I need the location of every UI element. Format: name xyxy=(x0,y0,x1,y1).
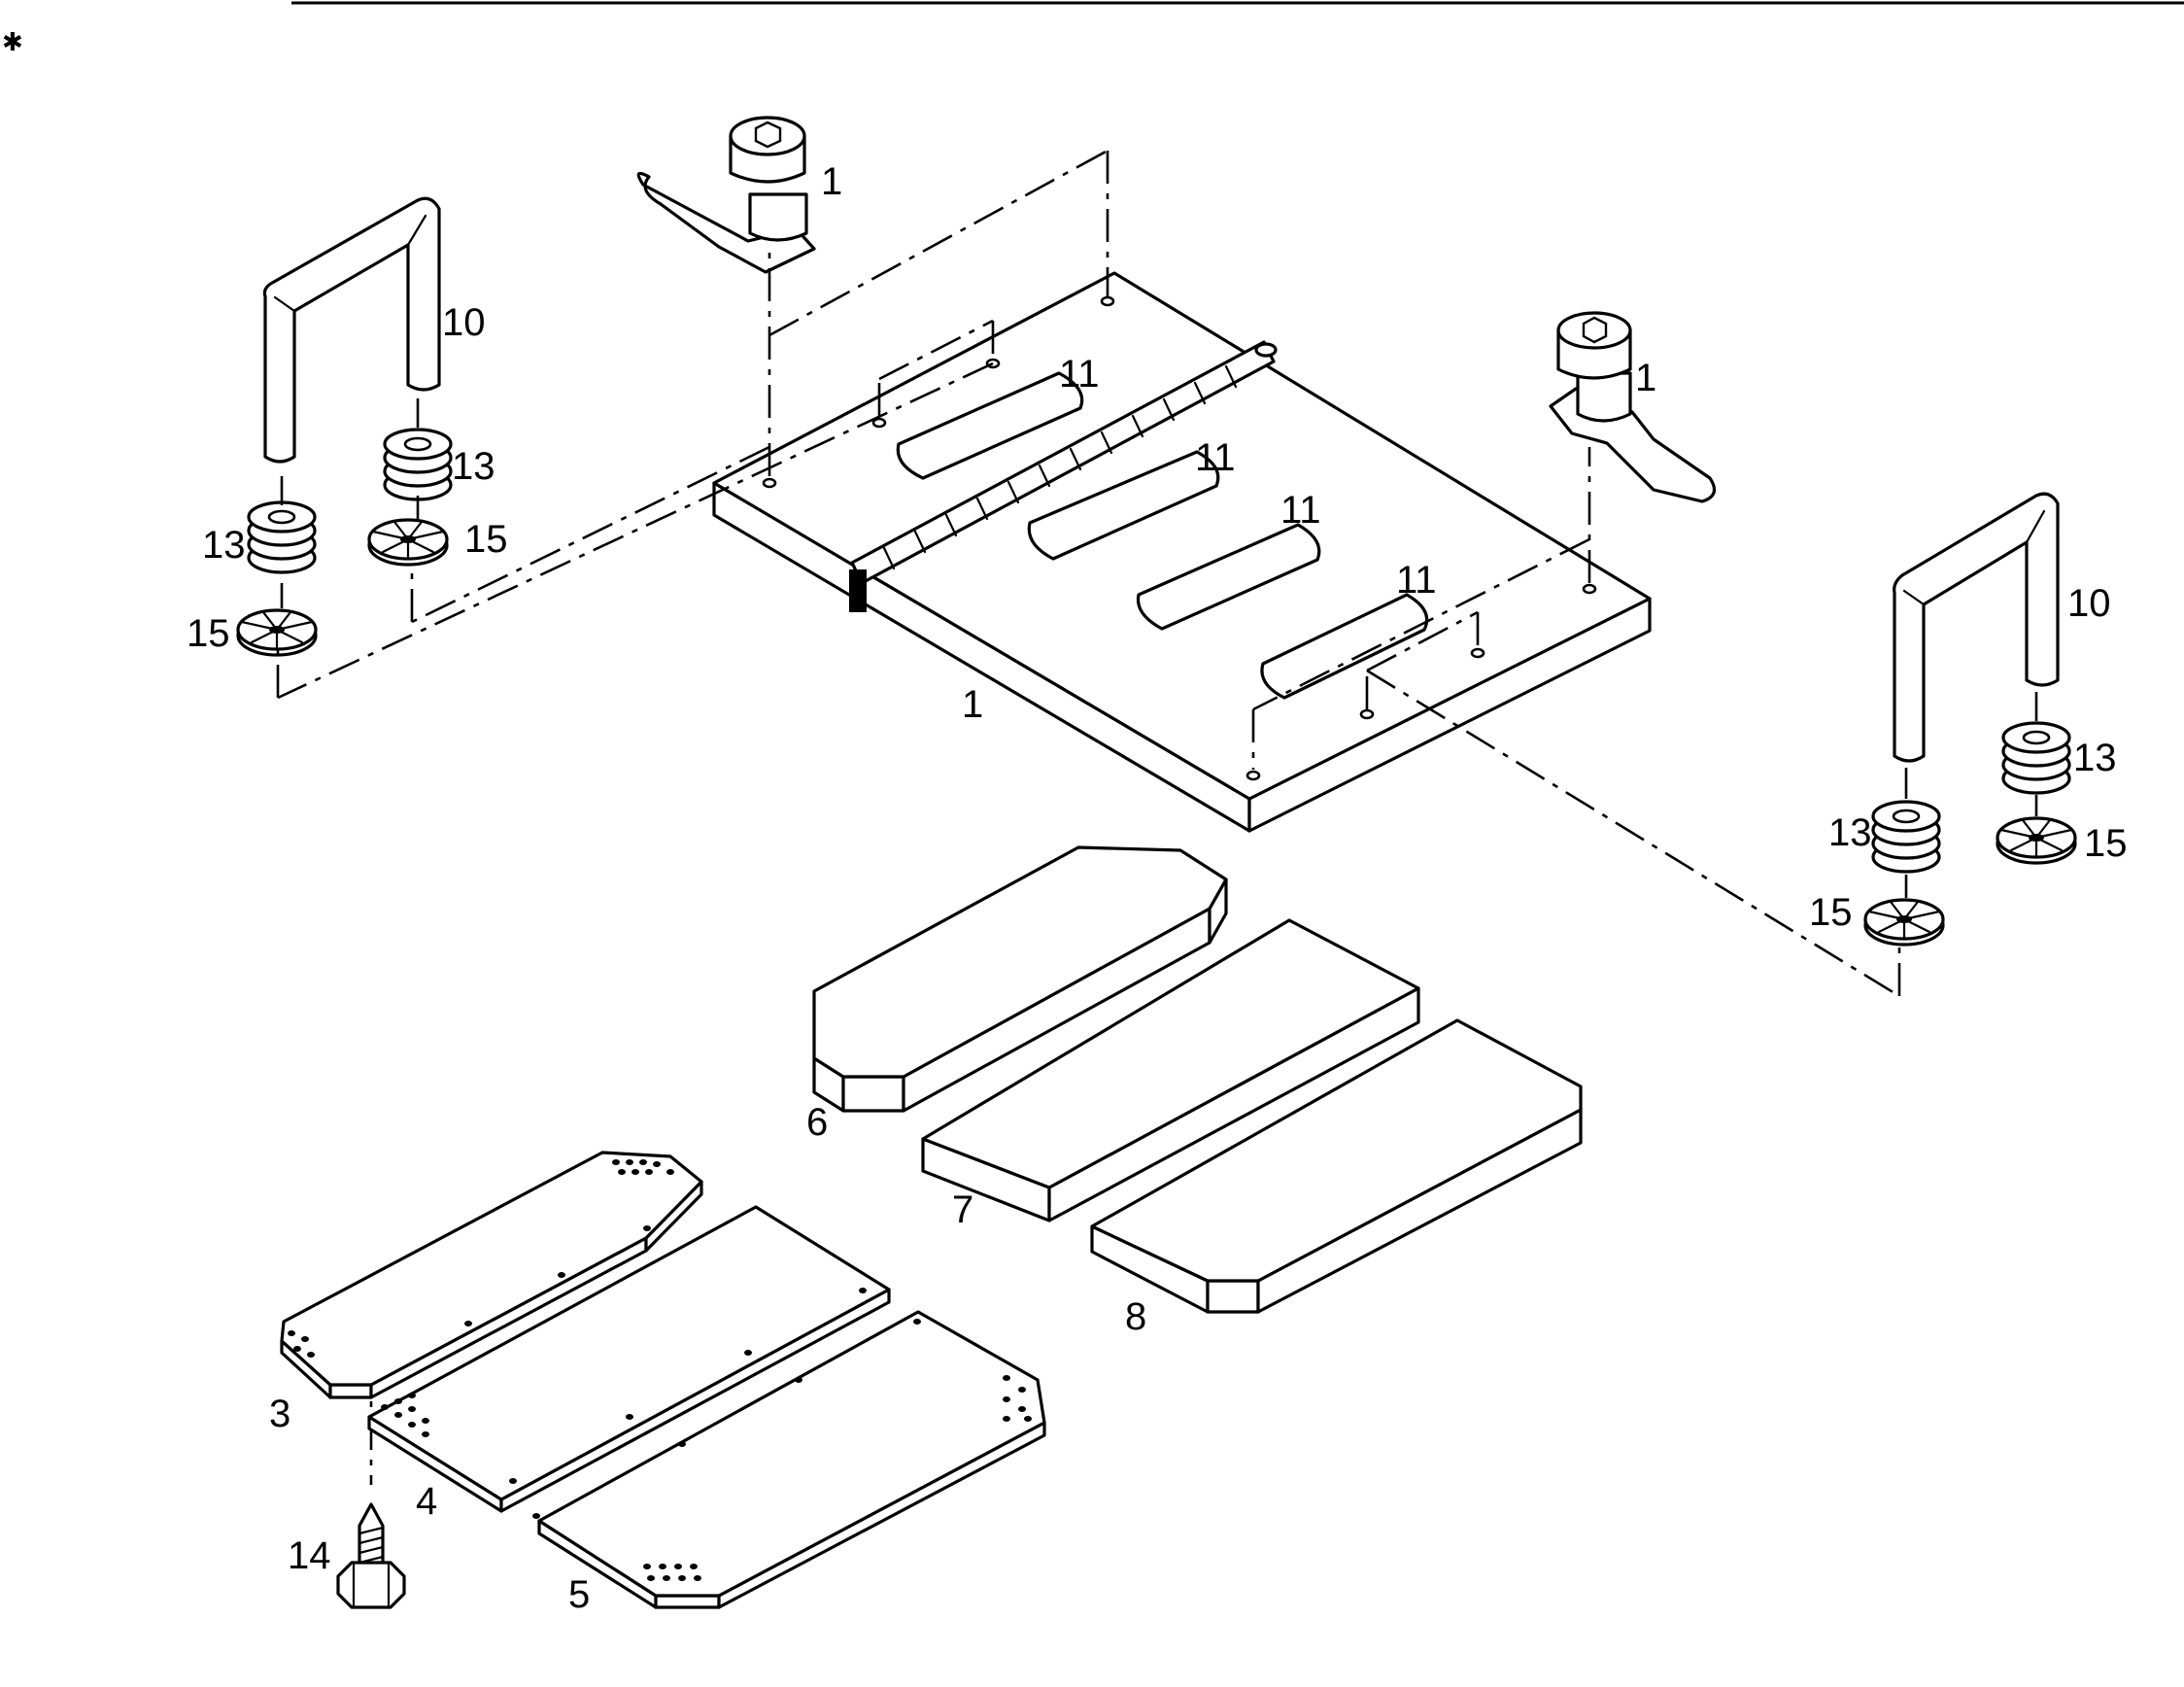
callout-13-left-lower: 13 xyxy=(202,524,246,567)
callout-1-right-bolt: 1 xyxy=(1635,357,1656,399)
lock-washer-left-upper xyxy=(367,518,449,567)
pad-6 xyxy=(812,845,1228,1113)
callout-8-pad: 8 xyxy=(1125,1295,1146,1338)
spring-washer-left-lower xyxy=(247,500,317,574)
callout-7-pad: 7 xyxy=(952,1188,973,1231)
callout-13-right-lower: 13 xyxy=(1828,811,1872,854)
lock-washer-right-upper xyxy=(1996,816,2077,865)
callout-11-slot-a: 11 xyxy=(1059,353,1100,396)
plate-4 xyxy=(367,1205,891,1513)
clamp-bolt-right xyxy=(1549,311,1717,503)
tapping-screw xyxy=(336,1502,406,1609)
callout-5-plate: 5 xyxy=(568,1573,590,1616)
callout-15-left-lower: 15 xyxy=(187,612,230,655)
callout-1-base-plate: 1 xyxy=(962,683,983,726)
u-bracket-right xyxy=(1893,492,2060,763)
callout-13-left-upper: 13 xyxy=(452,445,495,488)
slot-d xyxy=(1260,593,1429,700)
pad-7 xyxy=(921,918,1420,1222)
callout-6-pad: 6 xyxy=(806,1101,828,1144)
callout-4-plate: 4 xyxy=(416,1480,437,1523)
callout-10-left-bracket: 10 xyxy=(442,301,486,344)
clamp-bolt-left xyxy=(636,116,816,274)
spring-washer-left-upper xyxy=(383,428,453,501)
slot-c xyxy=(1136,523,1321,631)
u-bracket-left xyxy=(262,196,441,464)
callout-15-right-upper: 15 xyxy=(2084,822,2128,865)
plate-3 xyxy=(280,1151,703,1399)
callout-15-right-lower: 15 xyxy=(1809,891,1853,934)
callout-13-right-upper: 13 xyxy=(2073,737,2117,779)
callout-14-screw: 14 xyxy=(288,1534,331,1577)
spring-washer-right-upper xyxy=(2001,721,2071,795)
pad-8 xyxy=(1090,1018,1583,1314)
lock-washer-left-lower xyxy=(236,608,318,657)
svg-text:✱: ✱ xyxy=(2,27,23,56)
callout-11-slot-c: 11 xyxy=(1280,489,1321,532)
callout-1-left-bolt: 1 xyxy=(821,160,842,203)
callout-11-slot-b: 11 xyxy=(1195,436,1236,479)
callout-11-slot-d: 11 xyxy=(1396,559,1437,602)
base-plate xyxy=(712,271,1652,833)
spring-washer-right-lower xyxy=(1871,800,1941,874)
slot-a xyxy=(896,371,1084,480)
plate-5 xyxy=(532,1310,1046,1609)
callout-10-right-bracket: 10 xyxy=(2067,582,2111,625)
callout-15-left-upper: 15 xyxy=(464,518,508,561)
assembly-centerlines xyxy=(276,149,2038,1485)
lock-washer-right-lower xyxy=(1863,898,1945,947)
callout-3-plate: 3 xyxy=(269,1393,290,1435)
slot-b xyxy=(1027,450,1220,561)
